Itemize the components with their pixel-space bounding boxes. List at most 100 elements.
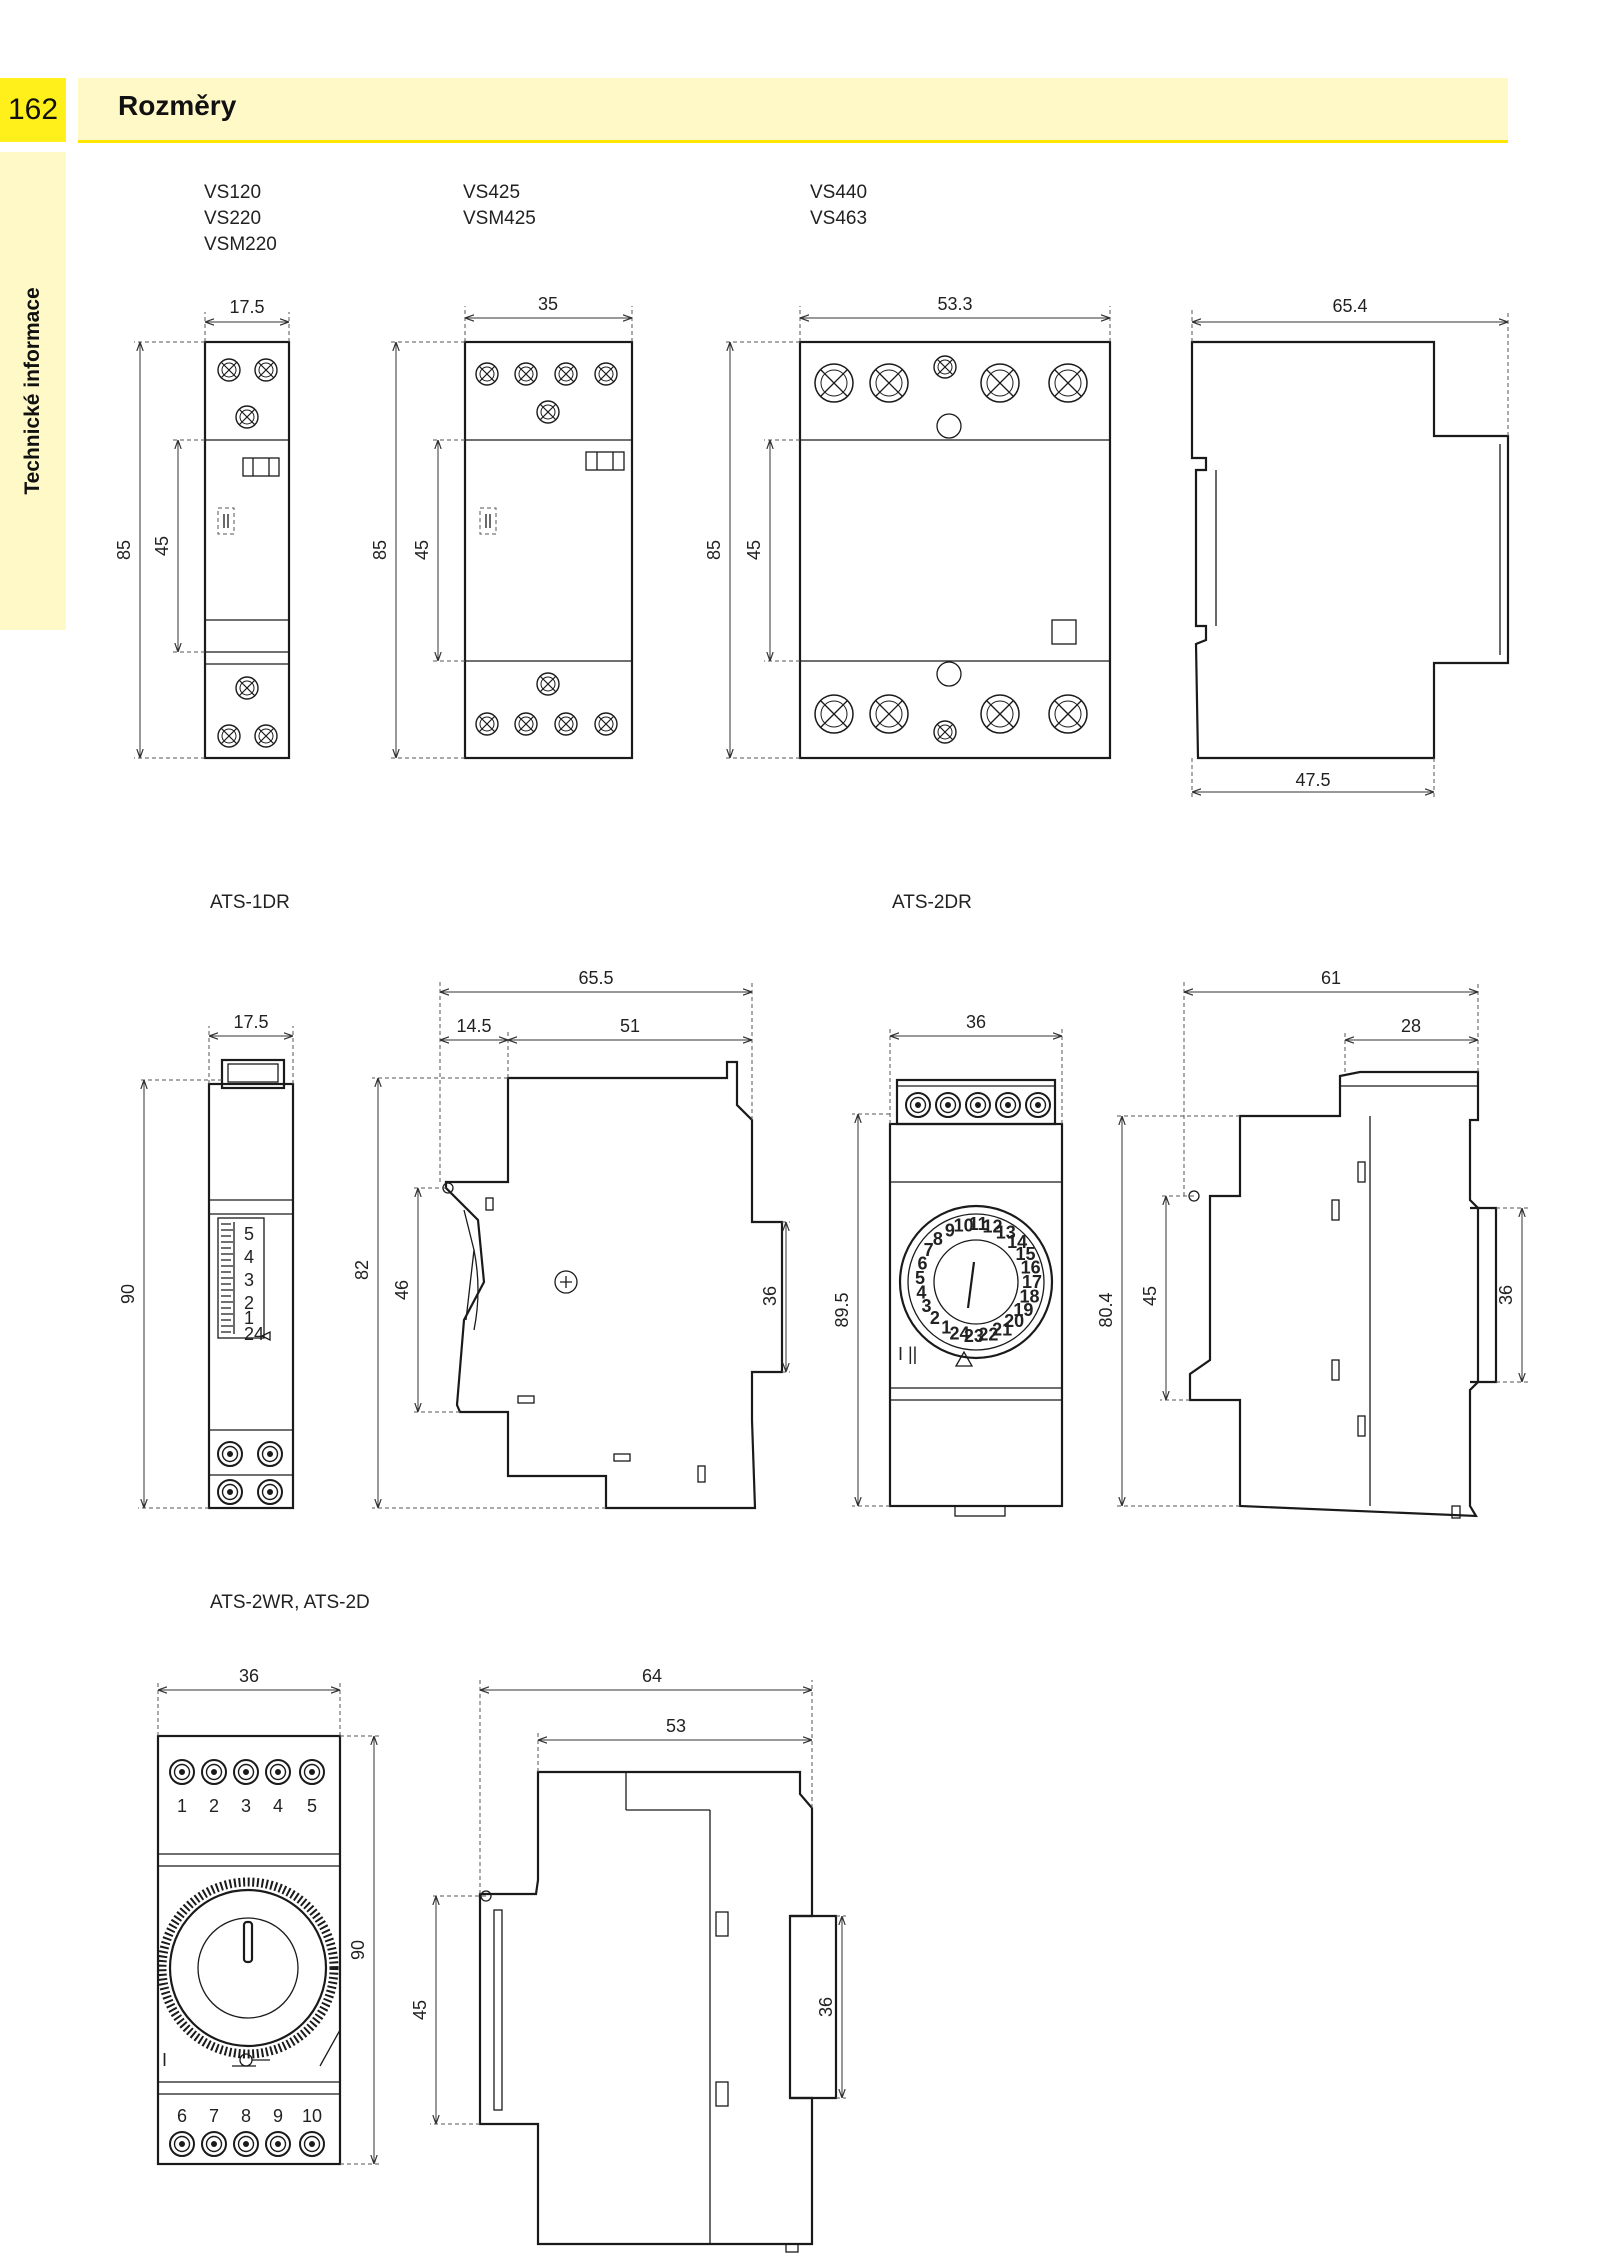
dim-width: 17.5 [229, 297, 264, 317]
dial-hour-label: 15 [1015, 1244, 1035, 1264]
terminal-label: 9 [273, 2106, 283, 2126]
dial-hour-label: 12 [982, 1217, 1002, 1237]
ats1dr-side-view: 65.5 14.5 51 82 46 36 [352, 968, 790, 1510]
model-name: VSM425 [463, 208, 536, 229]
dial-hour-label: 11 [969, 1214, 988, 1234]
dial-hour-label: 1 [941, 1317, 951, 1337]
terminal-label: 7 [209, 2106, 219, 2126]
terminal-label: 10 [302, 2106, 322, 2126]
dial-hour-label: 18 [1019, 1287, 1039, 1307]
dim-depth: 65.5 [578, 968, 613, 988]
dial-hour-label: 3 [921, 1296, 931, 1316]
dial-hour-label: 7 [924, 1240, 934, 1260]
dial-scale-24: 24 [244, 1324, 264, 1344]
dim-inner: 45 [744, 540, 764, 560]
model-name: ATS-2DR [892, 892, 972, 913]
side-tab: Technické informace [0, 152, 66, 630]
dim-top: 53 [666, 1716, 686, 1736]
dial-hour-label: 16 [1021, 1258, 1041, 1278]
dim-rail: 36 [1496, 1285, 1516, 1305]
model-name: ATS-2WR, ATS-2D [210, 1592, 370, 1613]
dial-scale-5: 5 [244, 1224, 254, 1244]
page-title: Rozměry [118, 90, 237, 121]
dim-front: 14.5 [456, 1016, 491, 1036]
dim-inner: 45 [152, 536, 172, 556]
model-name: VS463 [810, 208, 868, 229]
model-label-vs440: VS440 VS463 [810, 180, 867, 232]
dim-height: 85 [370, 540, 390, 560]
header-bar: Rozměry [78, 78, 1508, 143]
dial-hour-label: 19 [1013, 1300, 1033, 1320]
dim-width: 53.3 [937, 294, 972, 314]
dim-inner: 45 [410, 2000, 430, 2020]
dial-scale-4: 4 [244, 1247, 254, 1267]
dial-hour-label: 6 [917, 1254, 927, 1274]
dim-height: 80.4 [1096, 1292, 1116, 1327]
terminal-label: 6 [177, 2106, 187, 2126]
terminal-label: 5 [307, 1796, 317, 1816]
dim-rail: 36 [760, 1286, 780, 1306]
mode-label: I [162, 2050, 167, 2070]
dial-hour-label: 5 [915, 1268, 925, 1288]
dim-height: 85 [704, 540, 724, 560]
vs425-front-view: 35 85 45 [370, 294, 634, 760]
dial-hour-label: 9 [945, 1221, 955, 1241]
model-name: VS220 [204, 208, 262, 229]
dim-depth: 64 [642, 1666, 662, 1686]
ats2wr-front-view: 1 2 3 4 5 I 6 7 8 9 10 36 90 [156, 1666, 380, 2166]
terminal-label: 2 [209, 1796, 219, 1816]
terminal-label: 1 [177, 1796, 187, 1816]
dial-scale-3: 3 [244, 1270, 254, 1290]
dial-hour-label: 2 [930, 1308, 940, 1328]
model-label-ats2dr: ATS-2DR [892, 890, 972, 916]
dim-width: 17.5 [233, 1012, 268, 1032]
dial-hour-label: 10 [954, 1215, 974, 1235]
dim-inner: 45 [1140, 1286, 1160, 1306]
dial-hour-label: 8 [933, 1229, 943, 1249]
terminal-label: 3 [241, 1796, 251, 1816]
vs440-front-view: 53.3 85 45 [704, 294, 1112, 760]
dim-inner: 45 [412, 540, 432, 560]
ats2dr-side-view: 61 28 80.4 45 36 [1096, 968, 1528, 1519]
dim-height: 90 [348, 1940, 368, 1960]
dial-scale-2: 2 [244, 1293, 254, 1313]
model-label-vs425: VS425 VSM425 [463, 180, 536, 232]
dial-hour-label: 21 [992, 1320, 1012, 1340]
dial-hour-label: 20 [1004, 1311, 1024, 1331]
dial-hour-label: 17 [1022, 1272, 1042, 1292]
dim-body: 51 [620, 1016, 640, 1036]
dim-depth: 61 [1321, 968, 1341, 988]
model-name: VS120 [204, 182, 262, 203]
dial-hour-label: 22 [978, 1325, 998, 1345]
ats1dr-front-view: 5 4 3 2 1 24 17.5 90 [118, 1012, 295, 1510]
vs-side-view: 65.4 47.5 [1190, 296, 1510, 800]
dial-hour-label: 14 [1007, 1232, 1027, 1252]
page-number: 162 [0, 78, 66, 142]
dim-base: 47.5 [1295, 770, 1330, 790]
dim-height: 90 [118, 1284, 138, 1304]
ats2wr-side-view: 64 53 45 36 [410, 1666, 846, 2253]
dim-height: 89.5 [832, 1292, 852, 1327]
dim-width: 35 [538, 294, 558, 314]
dim-rail: 36 [816, 1997, 836, 2017]
terminal-label: 4 [273, 1796, 283, 1816]
model-label-ats1dr: ATS-1DR [210, 890, 290, 916]
dim-inner: 46 [392, 1280, 412, 1300]
dial-hour-label: 24 [949, 1324, 969, 1344]
mode-label: I || [898, 1344, 917, 1364]
dim-width: 36 [966, 1012, 986, 1032]
dial-hour-label: 13 [996, 1223, 1016, 1243]
dim-top: 28 [1401, 1016, 1421, 1036]
dim-height: 82 [352, 1260, 372, 1280]
model-label-ats2wr: ATS-2WR, ATS-2D [210, 1590, 370, 1616]
model-name: ATS-1DR [210, 892, 290, 913]
dial-hour-label: 23 [964, 1326, 984, 1346]
terminal-label: 8 [241, 2106, 251, 2126]
dim-width: 36 [239, 1666, 259, 1686]
dim-height: 85 [114, 540, 134, 560]
dim-depth: 65.4 [1332, 296, 1367, 316]
model-name: VSM220 [204, 234, 277, 255]
